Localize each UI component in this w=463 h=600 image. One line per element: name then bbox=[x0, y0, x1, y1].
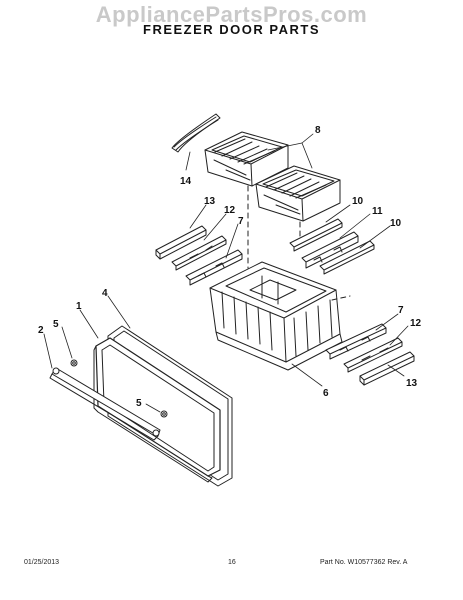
callout-1: 1 bbox=[76, 301, 82, 312]
part-8-lower-basket bbox=[255, 165, 341, 222]
callout-10-upper: 10 bbox=[352, 196, 364, 207]
callout-6: 6 bbox=[323, 388, 329, 399]
lower-rail-13 bbox=[359, 351, 415, 386]
callout-14: 14 bbox=[180, 176, 192, 187]
callout-5-lower: 5 bbox=[136, 398, 142, 409]
callout-8: 8 bbox=[315, 125, 321, 136]
callout-12: 12 bbox=[224, 205, 236, 216]
callout-4: 4 bbox=[102, 288, 108, 299]
callout-12-lower: 12 bbox=[410, 318, 422, 329]
part-5-screw-upper bbox=[70, 359, 78, 367]
right-rail-11 bbox=[301, 231, 359, 269]
callout-7: 7 bbox=[238, 216, 244, 227]
callout-5-upper: 5 bbox=[53, 319, 59, 330]
watermark: AppliancePartsPros.com bbox=[95, 2, 368, 27]
footer-date: 01/25/2013 bbox=[24, 559, 60, 566]
right-rail-10-upper bbox=[289, 218, 343, 252]
part-1-door-panel bbox=[93, 337, 221, 483]
part-8-upper-basket bbox=[204, 131, 289, 187]
page-title: FREEZER DOOR PARTS bbox=[143, 22, 320, 37]
alignment-lines bbox=[247, 185, 351, 301]
lower-rail-12 bbox=[343, 337, 403, 373]
left-rail-12 bbox=[171, 235, 227, 271]
footer-page-number: 16 bbox=[228, 559, 236, 566]
callout-labels: 8 14 13 12 7 10 11 10 1 4 2 5 5 6 7 12 1… bbox=[38, 125, 422, 409]
lower-rail-7 bbox=[325, 323, 387, 360]
right-rail-10-lower bbox=[319, 240, 375, 275]
callout-13: 13 bbox=[204, 196, 216, 207]
part-5-screw-lower bbox=[160, 410, 168, 418]
part-6-drawer-bin bbox=[209, 261, 343, 371]
callout-11: 11 bbox=[372, 206, 383, 217]
callout-10-lower: 10 bbox=[390, 218, 402, 229]
left-rail-7 bbox=[185, 249, 243, 286]
part-2-handle bbox=[49, 367, 161, 441]
footer-part-number: Part No. W10577362 Rev. A bbox=[320, 559, 408, 566]
callout-13-lower: 13 bbox=[406, 378, 418, 389]
part-14-strip bbox=[171, 113, 221, 153]
callout-2: 2 bbox=[38, 325, 44, 336]
left-rail-13 bbox=[155, 225, 207, 260]
callout-7-lower: 7 bbox=[398, 305, 404, 316]
leader-lines bbox=[43, 133, 409, 413]
